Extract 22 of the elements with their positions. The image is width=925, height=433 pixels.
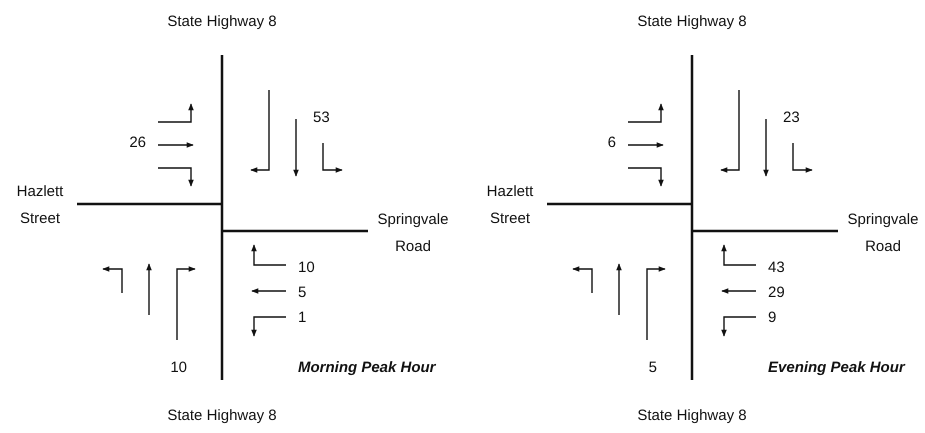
panel-title: Evening Peak Hour <box>768 359 905 377</box>
street-name: State Highway 8 <box>166 407 278 425</box>
street-name: Springvale Road <box>846 210 920 257</box>
street-name: State Highway 8 <box>636 407 748 425</box>
traffic-count: 10 <box>169 359 187 377</box>
traffic-count: 10 <box>298 259 315 277</box>
street-name: State Highway 8 <box>636 13 748 31</box>
traffic-count: 23 <box>783 109 800 127</box>
traffic-count: 29 <box>768 284 785 302</box>
street-name: Springvale Road <box>376 210 450 257</box>
traffic-count: 5 <box>298 284 306 302</box>
street-name: Hazlett Street <box>16 182 64 229</box>
traffic-count: 1 <box>298 309 306 327</box>
traffic-count: 43 <box>768 259 785 277</box>
traffic-count: 6 <box>606 134 616 152</box>
street-name: State Highway 8 <box>166 13 278 31</box>
traffic-count: 53 <box>313 109 330 127</box>
panel-title: Morning Peak Hour <box>298 359 436 377</box>
traffic-count: 9 <box>768 309 776 327</box>
street-name: Hazlett Street <box>486 182 534 229</box>
traffic-count: 26 <box>128 134 146 152</box>
traffic-count: 5 <box>648 359 657 377</box>
